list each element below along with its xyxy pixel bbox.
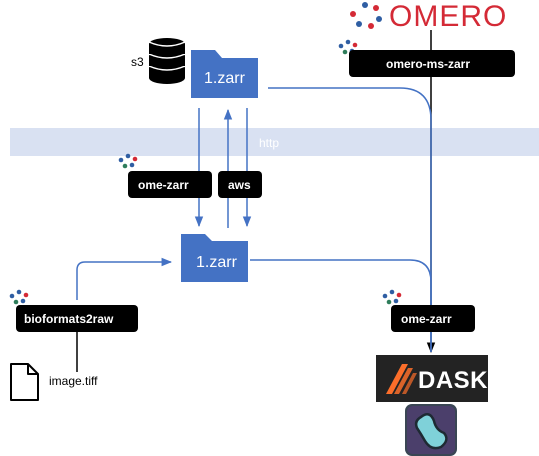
dask-logo: DASK [376, 355, 488, 402]
bottom-zarr-to-dask-curve [250, 259, 432, 352]
aws-badge: aws [218, 171, 262, 198]
ome-dots-icon [9, 289, 29, 305]
napari-icon [414, 413, 448, 450]
file-icon [10, 363, 39, 401]
ome-dots-icon [382, 289, 402, 305]
ome-zarr-right-badge: ome-zarr [382, 289, 475, 332]
bottom-zarr-label: 1.zarr [196, 254, 238, 271]
top-zarr-folder: 1.zarr [191, 50, 258, 98]
image-file-label: image.tiff [49, 374, 98, 388]
aws-label: aws [228, 178, 251, 192]
ome-zarr-left-label: ome-zarr [138, 178, 189, 192]
dask-mark-icon [386, 364, 417, 394]
omero-logo: OMERO [350, 0, 507, 33]
napari-logo [405, 404, 457, 456]
http-label: http [259, 136, 279, 150]
omero-ms-zarr-badge: omero-ms-zarr [338, 39, 515, 77]
database-icon [148, 38, 186, 84]
folder-icon [181, 234, 248, 282]
converter-to-zarr-arrow [76, 257, 173, 300]
folder-icon [191, 50, 258, 98]
http-band [10, 128, 539, 156]
omero-dots-icon [350, 2, 382, 29]
bioformats2raw-badge: bioformats2raw [9, 289, 138, 332]
omero-wordmark: OMERO [389, 0, 507, 33]
ome-zarr-left-badge: ome-zarr [118, 153, 212, 198]
image-file: image.tiff [10, 363, 98, 401]
ome-dots-icon [338, 39, 358, 55]
omero-ms-zarr-label: omero-ms-zarr [386, 57, 470, 71]
bottom-zarr-folder: 1.zarr [181, 234, 248, 282]
bioformats2raw-label: bioformats2raw [24, 312, 114, 326]
connectors [76, 30, 436, 372]
top-zarr-label: 1.zarr [204, 70, 246, 87]
top-zarr-to-dask-curve [268, 87, 432, 352]
ome-dots-icon [118, 153, 138, 169]
s3-label: s3 [131, 55, 144, 69]
dask-wordmark: DASK [418, 367, 488, 394]
ome-zarr-right-label: ome-zarr [401, 312, 452, 326]
